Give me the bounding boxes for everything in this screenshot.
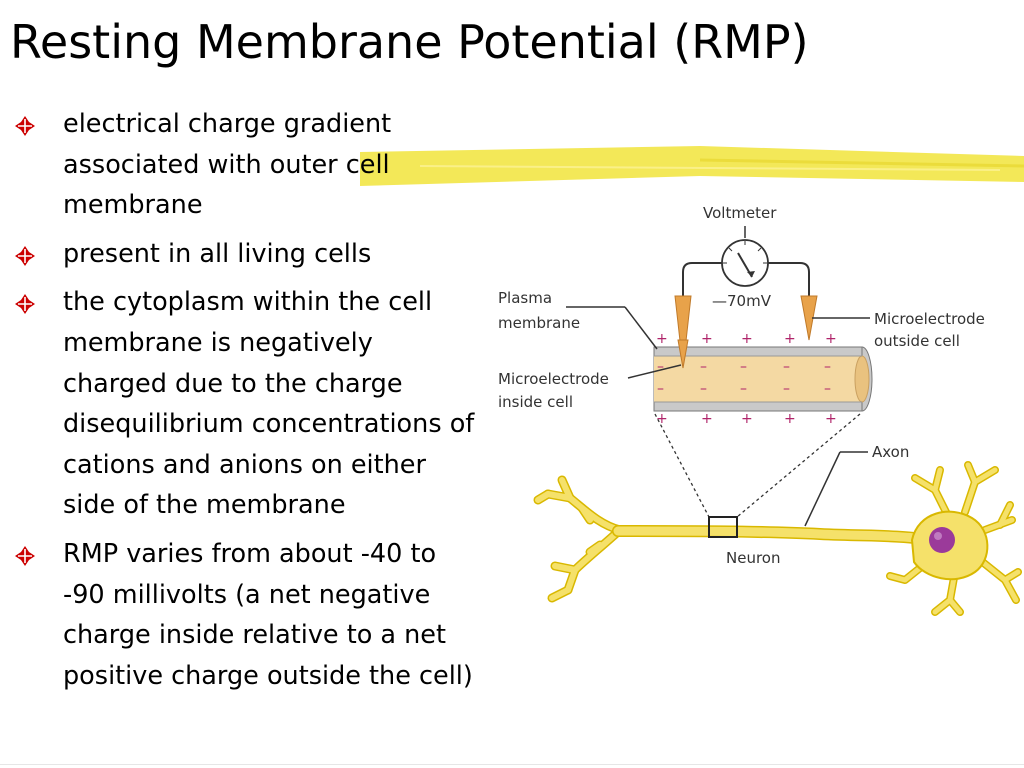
zoom-line [736, 413, 861, 518]
neuron-label: Neuron [726, 549, 780, 567]
nucleus [929, 527, 955, 553]
plus-charge: + [784, 411, 796, 427]
diamond-bullet-icon [15, 545, 35, 566]
zoom-box [708, 516, 738, 538]
voltmeter-label: Voltmeter [703, 204, 777, 222]
bullet-line: electrical charge gradient [63, 109, 392, 139]
neuron-illustration [533, 461, 1022, 616]
bullet-line: cations and anions on either [63, 449, 426, 480]
minus-charge: – [700, 381, 707, 397]
inside-microelectrode [674, 295, 692, 369]
minus-charge: – [783, 381, 790, 397]
minus-charge: – [700, 359, 707, 375]
bullet-line: -90 millivolts (a net negative [63, 579, 431, 610]
bullet-line: membrane [63, 190, 203, 221]
bullet-line: charged due to the charge [63, 368, 403, 399]
bullet-list: electrical charge gradient associated wi… [14, 104, 554, 704]
plus-charge: + [825, 411, 837, 427]
slide-title: Resting Membrane Potential (RMP) [10, 15, 809, 69]
minus-charge: – [657, 359, 664, 375]
plus-charge: + [741, 411, 753, 427]
outside-electrode-label: outside cell [874, 332, 960, 350]
outside-electrode-label: Microelectrode [874, 310, 985, 328]
bullet-item: the cytoplasm within the cell membrane i… [14, 282, 554, 526]
plasma-membrane-leader [624, 306, 658, 350]
bullet-line: membrane is negatively [63, 327, 373, 358]
right-wire [768, 262, 810, 298]
bullet-line: present in all living cells [63, 238, 372, 269]
plasma-membrane-label: membrane [498, 314, 580, 332]
footer-divider [0, 764, 1024, 765]
inside-electrode-leader [627, 364, 682, 379]
minus-charge: – [824, 381, 831, 397]
bullet-item: RMP varies from about -40 to -90 millivo… [14, 534, 554, 696]
minus-charge: – [824, 359, 831, 375]
zoom-line [654, 413, 710, 518]
minus-charge: – [783, 359, 790, 375]
plus-charge: + [741, 331, 753, 347]
inside-electrode-label: inside cell [498, 393, 573, 411]
left-wire [682, 262, 722, 300]
axon-label: Axon [872, 443, 909, 461]
minus-charge: – [740, 381, 747, 397]
plus-charge: + [656, 331, 668, 347]
voltmeter-dial-icon [721, 239, 769, 287]
bullet-line: charge inside relative to a net [63, 620, 446, 651]
plus-charge: + [825, 331, 837, 347]
bullet-item: present in all living cells [14, 234, 554, 275]
bullet-line: disequilibrium concentrations of [63, 409, 475, 440]
cell-body [910, 510, 989, 581]
bullet-line: the cytoplasm within the cell [63, 287, 433, 318]
plasma-membrane-label: Plasma [498, 289, 552, 307]
bullet-line: side of the membrane [63, 490, 346, 521]
bullet-line: positive charge outside the cell) [63, 660, 473, 691]
plus-charge: + [701, 331, 713, 347]
voltage-reading: —70mV [712, 292, 772, 310]
diamond-bullet-icon [15, 294, 35, 315]
minus-charge: – [657, 381, 664, 397]
diamond-bullet-icon [15, 116, 35, 136]
plus-charge: + [784, 331, 796, 347]
bullet-line: associated with outer cell [63, 149, 390, 180]
axon-leader [804, 451, 841, 527]
inside-electrode-label: Microelectrode [498, 370, 609, 388]
bullet-item: electrical charge gradient associated wi… [14, 104, 554, 226]
bullet-line: RMP varies from about -40 to [63, 538, 437, 569]
diamond-bullet-icon [15, 245, 35, 266]
axon-segment [653, 346, 873, 412]
plus-charge: + [701, 411, 713, 427]
electrode-tip [677, 339, 689, 369]
plus-charge: + [656, 411, 668, 427]
minus-charge: – [740, 359, 747, 375]
